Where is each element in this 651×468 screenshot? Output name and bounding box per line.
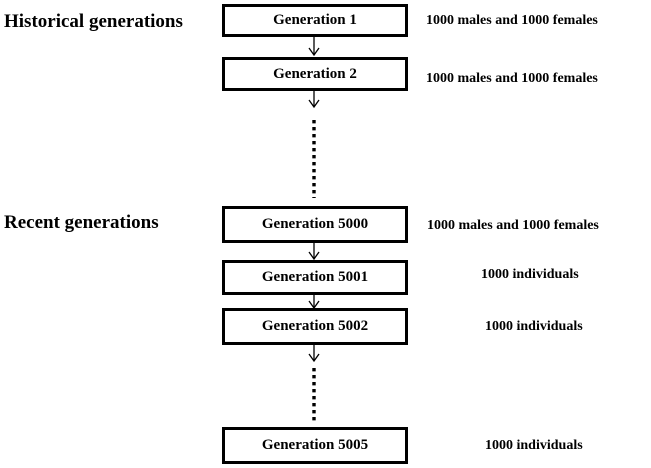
- generation-5002-box: Generation 5002: [222, 308, 408, 345]
- generation-5005-note: 1000 individuals: [485, 438, 583, 453]
- generation-1-note: 1000 males and 1000 females: [426, 13, 598, 28]
- generation-5005-box: Generation 5005: [222, 427, 408, 464]
- generation-2-box: Generation 2: [222, 57, 408, 91]
- arrowhead-2-ellipsis: [308, 99, 320, 109]
- generation-2-note: 1000 males and 1000 females: [426, 71, 598, 86]
- arrowhead-1-2: [308, 47, 320, 57]
- generation-5001-note: 1000 individuals: [481, 267, 579, 282]
- arrowhead-5000-5001: [308, 251, 320, 261]
- generation-5000-box: Generation 5000: [222, 206, 408, 243]
- generation-1-box: Generation 1: [222, 4, 408, 37]
- generation-5002-note: 1000 individuals: [485, 319, 583, 334]
- recent-generations-label: Recent generations: [4, 212, 159, 233]
- arrowhead-5002-ellipsis: [308, 353, 320, 363]
- arrowhead-5001-5002: [308, 300, 320, 310]
- generation-5001-box: Generation 5001: [222, 260, 408, 295]
- historical-generations-label: Historical generations: [4, 11, 183, 32]
- generation-5000-note: 1000 males and 1000 females: [427, 218, 599, 233]
